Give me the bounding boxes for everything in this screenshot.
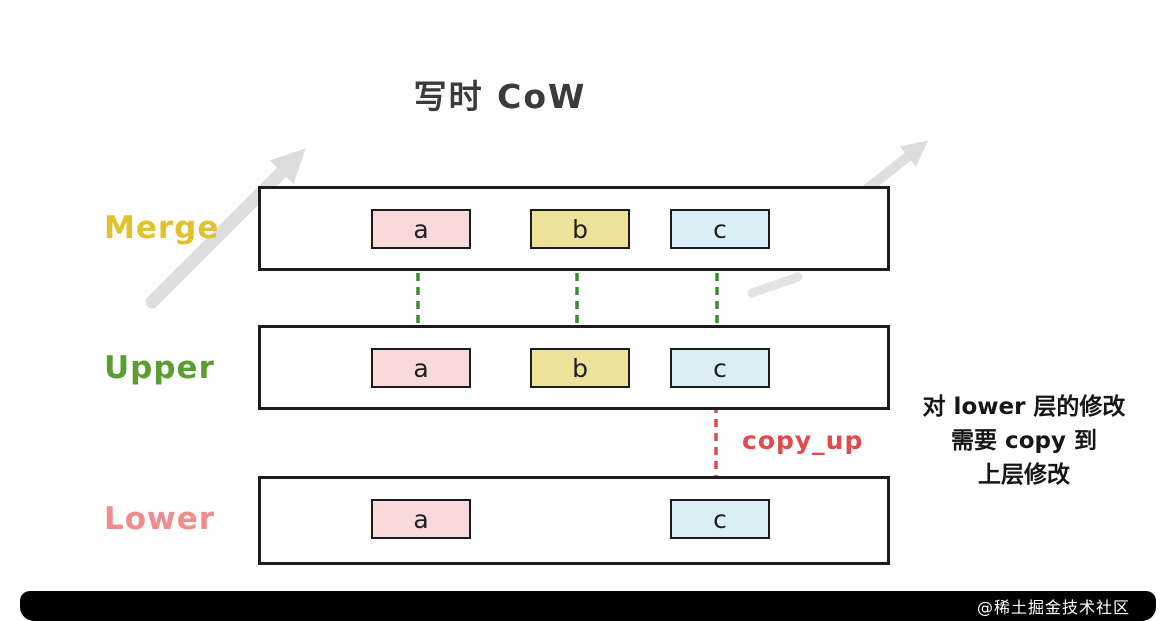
layer-upper: a b c bbox=[258, 325, 890, 410]
file-label: b bbox=[572, 353, 588, 383]
merge-file-c: c bbox=[670, 209, 770, 249]
file-label: c bbox=[713, 353, 727, 383]
annotation-line-1: 对 lower 层的修改 bbox=[922, 394, 1126, 420]
file-label: a bbox=[413, 353, 429, 383]
watermark-bar: @稀土掘金技术社区 bbox=[20, 591, 1156, 621]
file-label: b bbox=[572, 214, 588, 244]
annotation-line-2: 需要 copy 到 bbox=[951, 428, 1097, 454]
layer-lower: a c bbox=[258, 476, 890, 565]
layer-label-upper: Upper bbox=[104, 350, 215, 386]
layer-merge: a b c bbox=[258, 186, 890, 271]
upper-file-a: a bbox=[371, 348, 471, 388]
layer-label-lower: Lower bbox=[104, 501, 216, 537]
watermark-text: @稀土掘金技术社区 bbox=[976, 598, 1130, 617]
upper-file-c: c bbox=[670, 348, 770, 388]
file-label: a bbox=[413, 504, 429, 534]
lower-file-a: a bbox=[371, 499, 471, 539]
file-label: c bbox=[713, 504, 727, 534]
gray-arrow-left-icon bbox=[145, 148, 306, 309]
layer-label-merge: Merge bbox=[104, 210, 220, 246]
gray-scribble-icon bbox=[747, 272, 803, 298]
file-label: a bbox=[413, 214, 429, 244]
annotation-line-3: 上层修改 bbox=[978, 462, 1070, 488]
diagram-title: 写时 CoW bbox=[413, 77, 587, 116]
annotation-text: 对 lower 层的修改 需要 copy 到 上层修改 bbox=[898, 390, 1150, 492]
merge-file-a: a bbox=[371, 209, 471, 249]
merge-file-b: b bbox=[530, 209, 630, 249]
upper-file-b: b bbox=[530, 348, 630, 388]
lower-file-c: c bbox=[670, 499, 770, 539]
copy-up-label: copy_up bbox=[742, 426, 864, 455]
file-label: c bbox=[713, 214, 727, 244]
